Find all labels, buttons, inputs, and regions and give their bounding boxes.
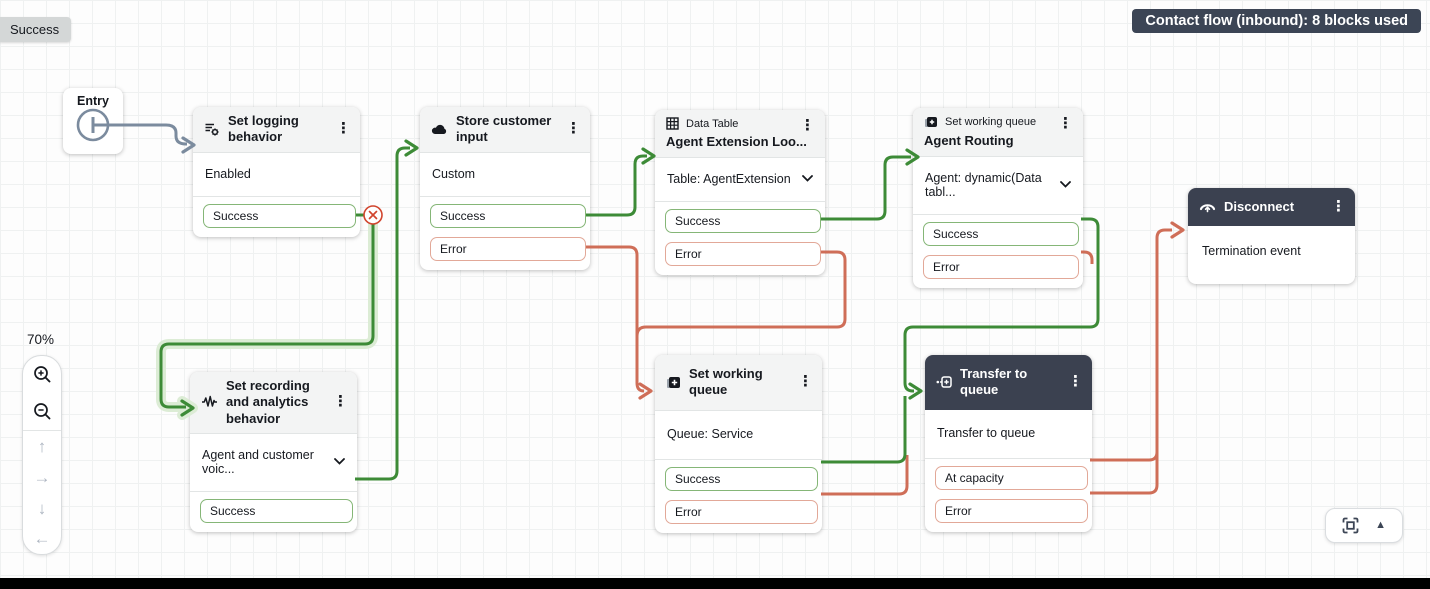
port-success[interactable]: Success (665, 466, 818, 491)
block-title: Store customer input (456, 113, 552, 145)
queue-icon (924, 115, 938, 129)
block-type-label: Data Table (686, 117, 739, 130)
block-title: Set logging behavior (228, 113, 299, 145)
zoom-in-button[interactable] (23, 356, 61, 393)
data-table-icon (666, 117, 679, 130)
arrow-down-icon: ↓ (37, 498, 47, 518)
queue-icon (666, 375, 681, 390)
block-type-label: Set working queue (945, 116, 1037, 128)
port-error[interactable]: Error (665, 241, 821, 266)
pan-right-button[interactable]: → (23, 462, 61, 493)
fit-to-screen-button[interactable] (1342, 517, 1359, 534)
kebab-menu-icon[interactable]: ⋮ (798, 373, 813, 391)
kebab-menu-icon[interactable]: ⋮ (333, 393, 348, 411)
chevron-down-icon[interactable] (334, 458, 345, 466)
arrow-left-icon: ← (33, 529, 51, 549)
block-set-recording-analytics[interactable]: Set recording and analytics behavior ⋮ A… (190, 372, 357, 532)
logging-icon (204, 121, 220, 137)
port-at-capacity[interactable]: At capacity (935, 465, 1088, 490)
port-error[interactable]: Error (430, 236, 586, 261)
port-success[interactable]: Success (665, 208, 821, 233)
pan-up-button[interactable]: ↑ (23, 431, 61, 462)
arrow-up-icon: ↑ (37, 437, 47, 457)
block-transfer-to-queue[interactable]: Transfer to queue ⋮ Transfer to queue At… (925, 355, 1092, 532)
pan-left-button[interactable]: ← (23, 523, 61, 554)
kebab-menu-icon[interactable]: ⋮ (566, 120, 581, 138)
port-success[interactable]: Success (430, 203, 586, 228)
block-value: Agent and customer voic... (202, 447, 314, 476)
entry-title: Entry (77, 94, 109, 108)
transfer-queue-icon (936, 375, 952, 389)
kebab-menu-icon[interactable]: ⋮ (1058, 115, 1073, 132)
block-agent-routing[interactable]: Set working queue Agent Routing ⋮ Agent:… (913, 108, 1083, 288)
port-success[interactable]: Success (200, 498, 353, 523)
kebab-menu-icon[interactable]: ⋮ (1331, 198, 1346, 216)
kebab-menu-icon[interactable]: ⋮ (1068, 373, 1083, 391)
block-value: Table: AgentExtension (667, 171, 791, 186)
block-entry[interactable]: Entry (63, 88, 123, 154)
port-success[interactable]: Success (923, 221, 1079, 246)
block-value: Queue: Service (667, 426, 754, 441)
collapse-triangle-icon: ▲ (1375, 519, 1386, 531)
pan-down-button[interactable]: ↓ (23, 493, 61, 524)
minimap-control-pill: ▲ (1325, 508, 1403, 543)
chevron-down-icon[interactable] (802, 175, 813, 182)
port-error[interactable]: Error (665, 499, 818, 524)
zoom-out-icon (33, 403, 50, 420)
block-value: Custom (432, 166, 476, 181)
block-value: Termination event (1202, 244, 1301, 259)
block-value: Agent: dynamic(Data tabl... (925, 170, 1042, 199)
block-title: Disconnect (1224, 199, 1295, 214)
zoom-in-icon (33, 366, 50, 383)
block-value: Enabled (205, 166, 251, 181)
block-value: Transfer to queue (937, 425, 1036, 440)
block-disconnect[interactable]: Disconnect ⋮ Termination event (1188, 188, 1355, 285)
arrow-right-icon: → (33, 467, 51, 487)
block-store-customer-input[interactable]: Store customer input ⋮ Custom Success Er… (420, 107, 590, 270)
bottom-bar (0, 578, 1430, 589)
port-success[interactable]: Success (203, 203, 356, 228)
port-error[interactable]: Error (923, 254, 1079, 279)
selection-tooltip: Success (0, 17, 72, 42)
kebab-menu-icon[interactable]: ⋮ (336, 120, 351, 138)
fit-to-screen-icon (1342, 517, 1359, 534)
chevron-down-icon[interactable] (1060, 181, 1071, 188)
block-set-logging-behavior[interactable]: Set logging behavior ⋮ Enabled Success (193, 107, 360, 237)
block-agent-extension-lookup[interactable]: Data Table Agent Extension Loo... ⋮ Tabl… (655, 110, 825, 275)
block-title: Set recording and analytics behavior (226, 378, 310, 426)
block-title: Set working queue (689, 366, 763, 398)
flow-type-badge: Contact flow (inbound): 8 blocks used (1132, 9, 1421, 33)
block-title: Transfer to queue (960, 366, 1028, 398)
block-title: Agent Routing (924, 133, 1014, 148)
port-error[interactable]: Error (935, 498, 1088, 523)
disconnect-icon (1199, 201, 1216, 213)
pill-divider (23, 430, 61, 432)
block-title: Agent Extension Loo... (666, 134, 807, 149)
block-set-working-queue[interactable]: Set working queue ⋮ Queue: Service Succe… (655, 355, 822, 533)
zoom-out-button[interactable] (23, 393, 61, 430)
cloud-icon (431, 122, 448, 136)
zoom-level-label: 70% (27, 332, 55, 347)
canvas-control-pill: ↑ → ↓ ← (22, 355, 62, 555)
waveform-icon (201, 395, 218, 409)
collapse-panel-button[interactable]: ▲ (1375, 520, 1386, 531)
kebab-menu-icon[interactable]: ⋮ (800, 117, 815, 134)
